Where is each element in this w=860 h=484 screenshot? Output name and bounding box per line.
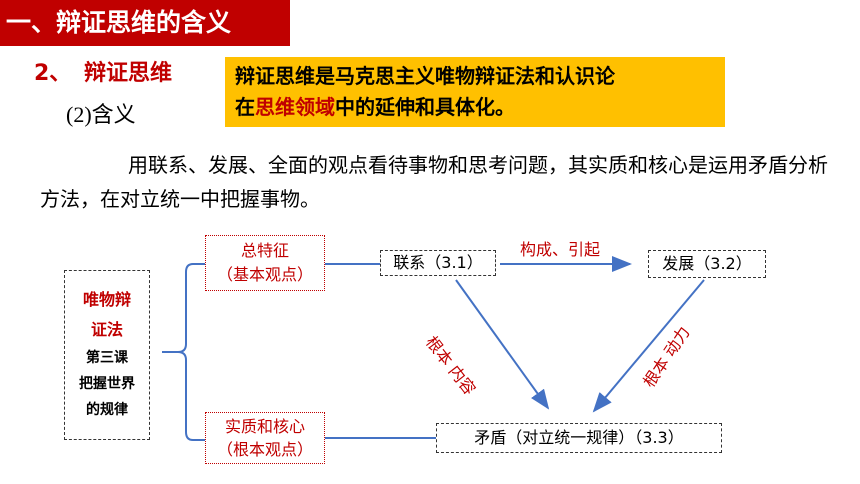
definition-highlight: 思维领域 xyxy=(255,95,335,119)
definition-line-1: 辩证思维是马克思主义唯物辩证法和认识论 xyxy=(235,64,615,88)
left-box-line-3: 第三课 xyxy=(86,350,128,366)
materialist-dialectics-box: 唯物辩 证法 第三课 把握世界 的规律 xyxy=(64,270,150,440)
definition-box: 辩证思维是马克思主义唯物辩证法和认识论 在思维领域中的延伸和具体化。 xyxy=(225,57,725,127)
connection-box: 联系（3.1） xyxy=(380,250,496,276)
development-box: 发展（3.2） xyxy=(648,250,766,278)
root-content-arrow xyxy=(455,279,550,410)
bracket xyxy=(177,263,194,441)
definition-line-2: 在思维领域中的延伸和具体化。 xyxy=(235,92,715,123)
left-box-line-1: 唯物辩 xyxy=(82,290,131,309)
compose-label: 构成、引起 xyxy=(520,240,601,259)
feature-line-2: （基本观点） xyxy=(216,265,313,284)
left-box-line-5: 的规律 xyxy=(86,402,128,418)
general-feature-box: 总特征 （基本观点） xyxy=(205,235,325,291)
meaning-label: (2)含义 xyxy=(66,102,136,127)
section-title: 一、辩证思维的含义 xyxy=(0,0,290,46)
subsection-title: 辩证思维 xyxy=(84,61,173,86)
section-title-text: 一、辩证思维的含义 xyxy=(6,8,232,37)
left-box-line-4: 把握世界 xyxy=(79,376,135,392)
definition-prefix: 在 xyxy=(235,95,255,119)
subsection-number: 2、 xyxy=(34,61,72,86)
feature-line-1: 总特征 xyxy=(240,241,289,260)
left-box-line-2: 证法 xyxy=(90,320,123,339)
essence-line-2: （根本观点） xyxy=(216,440,313,459)
definition-suffix: 中的延伸和具体化。 xyxy=(335,95,515,119)
root-power-arrow xyxy=(592,279,705,413)
essence-core-box: 实质和核心 （根本观点） xyxy=(205,412,325,464)
body-paragraph: 用联系、发展、全面的观点看待事物和思考问题，其实质和核心是运用矛盾分析方法，在对… xyxy=(40,153,828,211)
contradiction-box: 矛盾（对立统一规律）（3.3） xyxy=(436,423,722,453)
essence-line-1: 实质和核心 xyxy=(224,417,305,436)
